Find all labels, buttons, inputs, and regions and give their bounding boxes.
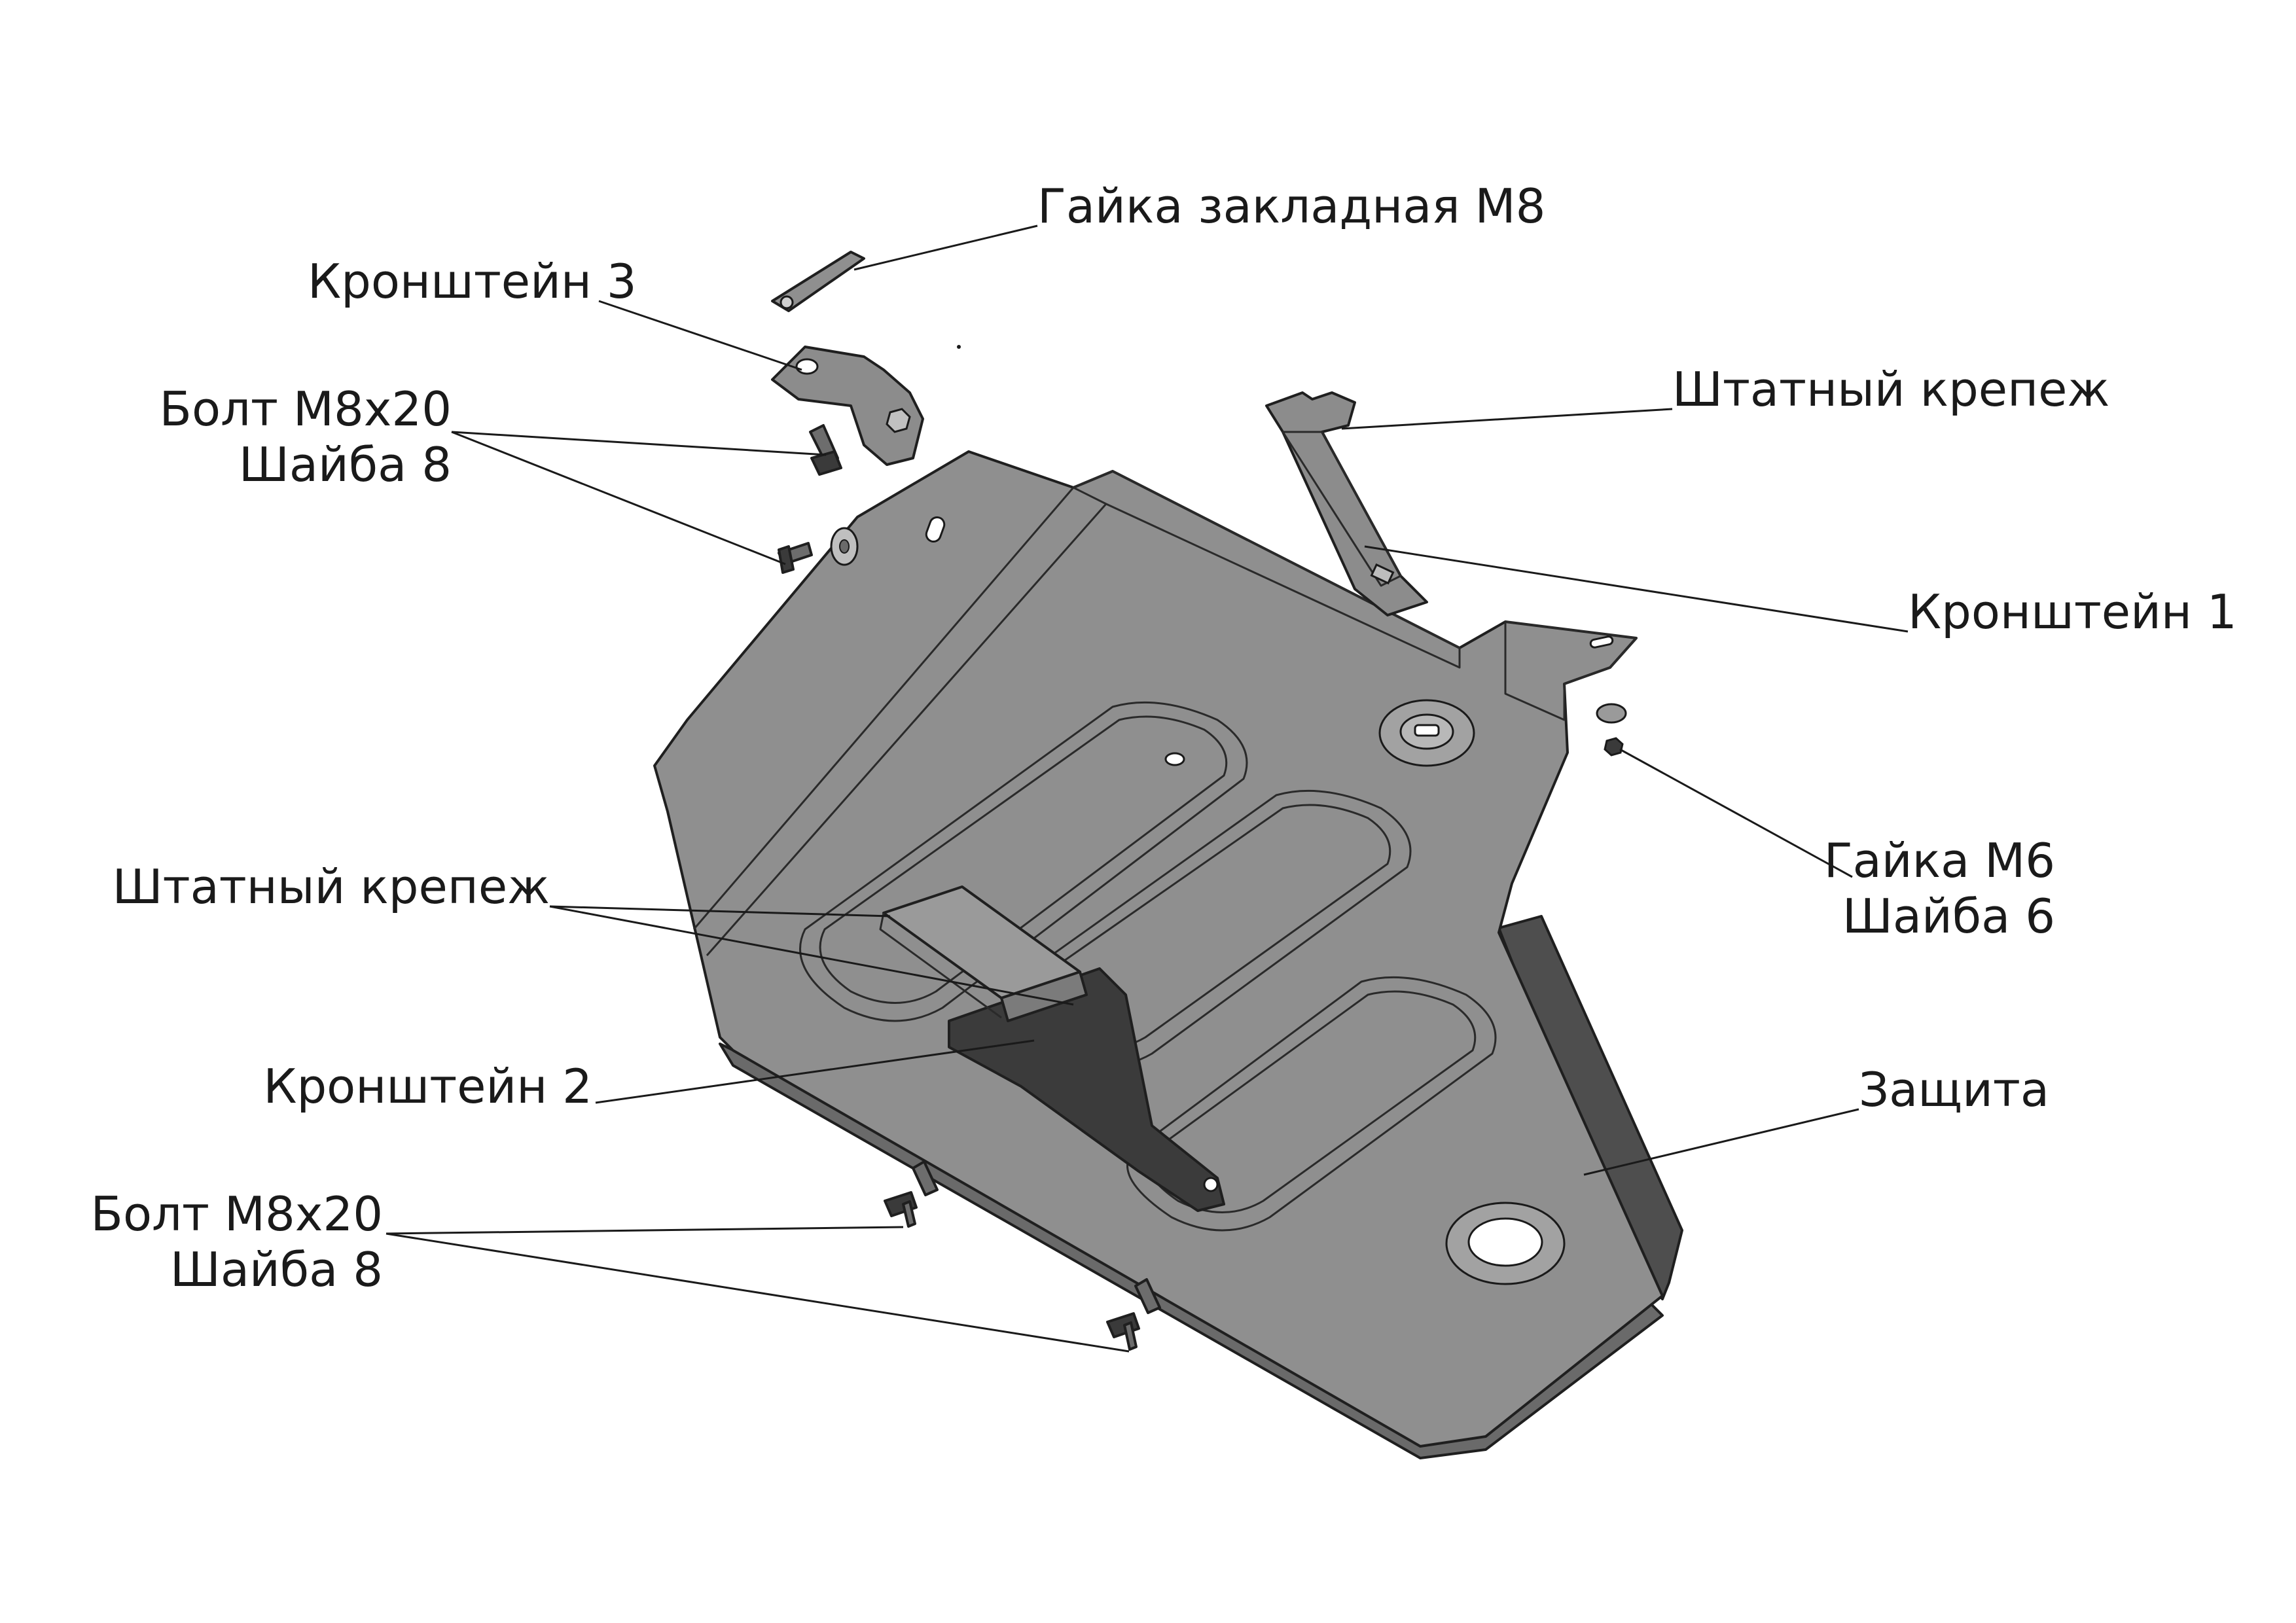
label-bolt-top-line1: Болт М8х20 xyxy=(160,382,452,437)
bracket-1 xyxy=(1265,391,1428,616)
callout-labels: Гайка закладная М8 Кронштейн 3 Болт М8х2… xyxy=(91,179,2237,1297)
label-standard-fastener-mid: Штатный крепеж xyxy=(113,859,550,914)
label-bracket-1: Кронштейн 1 xyxy=(1908,584,2237,639)
embedded-nut-m8 xyxy=(771,251,865,312)
label-guard: Защита xyxy=(1859,1062,2049,1117)
guard-hole-lower xyxy=(1445,1202,1566,1285)
bolt-m8-top xyxy=(809,424,842,476)
bolt-m8-bottom-right xyxy=(1106,1278,1161,1351)
bolt-m8-bottom-left xyxy=(884,1160,939,1228)
label-bolt-top-line2: Шайба 8 xyxy=(239,437,452,492)
guard-plate xyxy=(653,450,1683,1459)
label-embedded-nut: Гайка закладная М8 xyxy=(1037,179,1545,234)
bracket-2 xyxy=(879,885,1225,1212)
nut-m6-washer xyxy=(1596,703,1627,757)
label-nut-m6-line1: Гайка М6 xyxy=(1824,833,2055,888)
leader-lines xyxy=(386,224,1909,1353)
label-bracket-2: Кронштейн 2 xyxy=(263,1059,592,1114)
stiffening-rib-1 xyxy=(799,701,1248,1022)
label-nut-m6-line2: Шайба 6 xyxy=(1842,889,2055,944)
bracket-3 xyxy=(771,346,924,466)
bolt-m8-washer-top xyxy=(778,527,859,574)
guard-hole-upper xyxy=(1378,699,1475,767)
label-standard-fastener-top: Штатный крепеж xyxy=(1672,362,2109,417)
label-bolt-bottom-line2: Шайба 8 xyxy=(170,1242,383,1297)
label-bolt-bottom-line1: Болт М8х20 xyxy=(91,1186,383,1241)
label-bracket-3: Кронштейн 3 xyxy=(308,254,637,309)
